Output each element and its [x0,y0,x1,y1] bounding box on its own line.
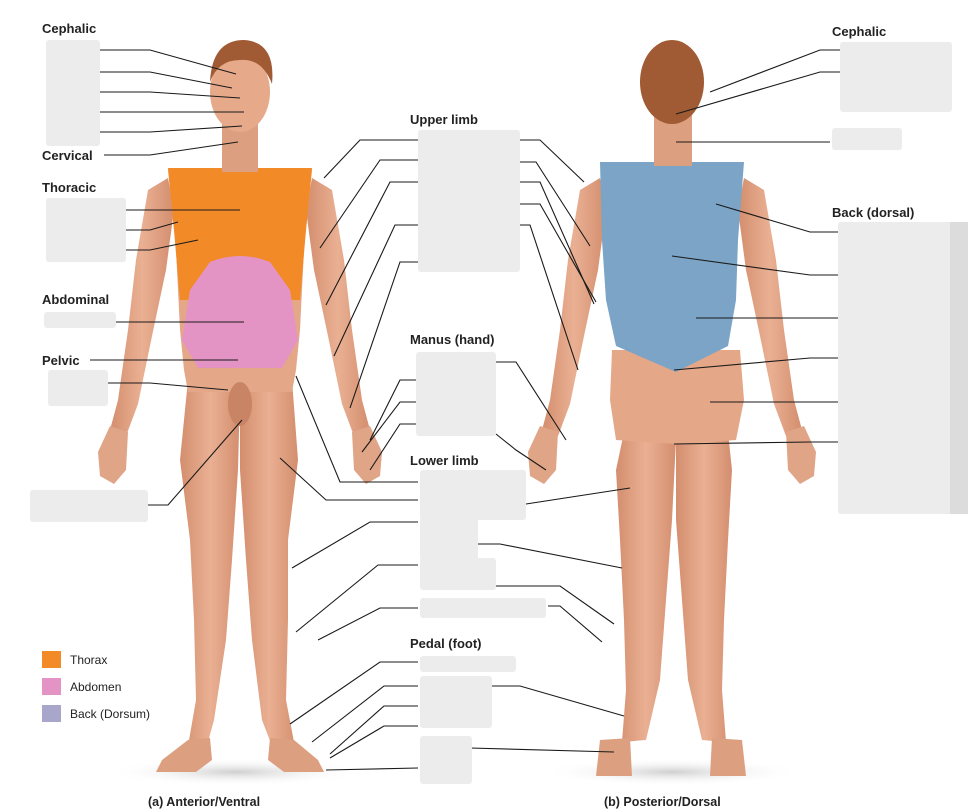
thorax-region [168,168,312,300]
caption-posterior: (b) Posterior/Dorsal [604,795,721,809]
blank-back [838,222,964,514]
blank-pedal-2 [420,676,492,728]
blank-manus [416,352,496,436]
caption-anterior: (a) Anterior/Ventral [148,795,261,809]
anterior-right-arm [110,178,174,436]
legend-item-back: Back (Dorsum) [42,700,150,727]
posterior-figure [528,40,816,776]
label-lower-limb: Lower limb [410,453,479,468]
blank-pedal-1 [420,656,516,672]
blank-lower-limb-1 [420,470,526,520]
anterior-right-foot [156,738,212,772]
posterior-left-leg [676,432,732,742]
blank-cervical-posterior [832,128,902,150]
label-pelvic: Pelvic [42,353,80,368]
anterior-left-leg [240,380,298,746]
blank-thoracic [46,198,126,262]
back-region [600,162,744,372]
posterior-left-foot [710,738,746,776]
label-pedal: Pedal (foot) [410,636,482,651]
blank-upper-limb [418,130,520,272]
label-upper-limb: Upper limb [410,112,478,127]
legend-swatch-abdomen [42,678,61,695]
posterior-right-arm [542,178,606,436]
label-cephalic-right: Cephalic [832,24,887,39]
blank-pelvic [48,370,108,406]
blank-cephalic-right [840,42,952,112]
blank-cephalic-left [46,40,100,146]
posterior-right-hand [528,426,558,484]
anterior-genitals [228,382,252,426]
anterior-right-hand [98,426,128,484]
label-abdominal: Abdominal [42,292,110,307]
blank-lower-limb-2 [420,518,478,560]
legend-swatch-back [42,705,61,722]
abdomen-region [182,256,298,368]
label-back-dorsal: Back (dorsal) [832,205,915,220]
anterior-left-arm [306,178,370,436]
leader-lines [90,49,842,771]
floor-shadow-posterior [542,758,802,786]
blank-lower-limb-4 [420,598,546,618]
label-manus: Manus (hand) [410,332,495,347]
posterior-right-leg [616,432,676,742]
blank-boxes [30,40,964,784]
gluteal-region [610,350,744,444]
legend-label: Back (Dorsum) [70,706,151,721]
legend-swatch-thorax [42,651,61,668]
legend-item-abdomen: Abdomen [42,673,150,700]
label-cephalic-left: Cephalic [42,21,97,36]
blank-abdominal [44,312,116,328]
posterior-left-hand [786,426,816,484]
posterior-head [640,40,704,124]
label-thoracic: Thoracic [42,180,97,195]
blank-pubic [30,490,148,522]
legend-item-thorax: Thorax [42,646,150,673]
posterior-right-foot [596,738,632,776]
legend: Thorax Abdomen Back (Dorsum) [42,646,150,727]
anterior-right-leg [180,380,240,746]
right-edge-panel [950,222,968,514]
floor-shadow-anterior [106,758,366,786]
anterior-hair [210,40,273,84]
anterior-left-hand [352,426,382,484]
anterior-figure [98,40,382,772]
blank-pedal-3 [420,736,472,784]
anterior-left-foot [268,738,324,772]
legend-label: Abdomen [70,679,122,694]
legend-label: Thorax [70,652,108,667]
posterior-left-arm [738,178,802,436]
blank-lower-limb-3 [420,558,496,590]
label-cervical: Cervical [42,148,93,163]
